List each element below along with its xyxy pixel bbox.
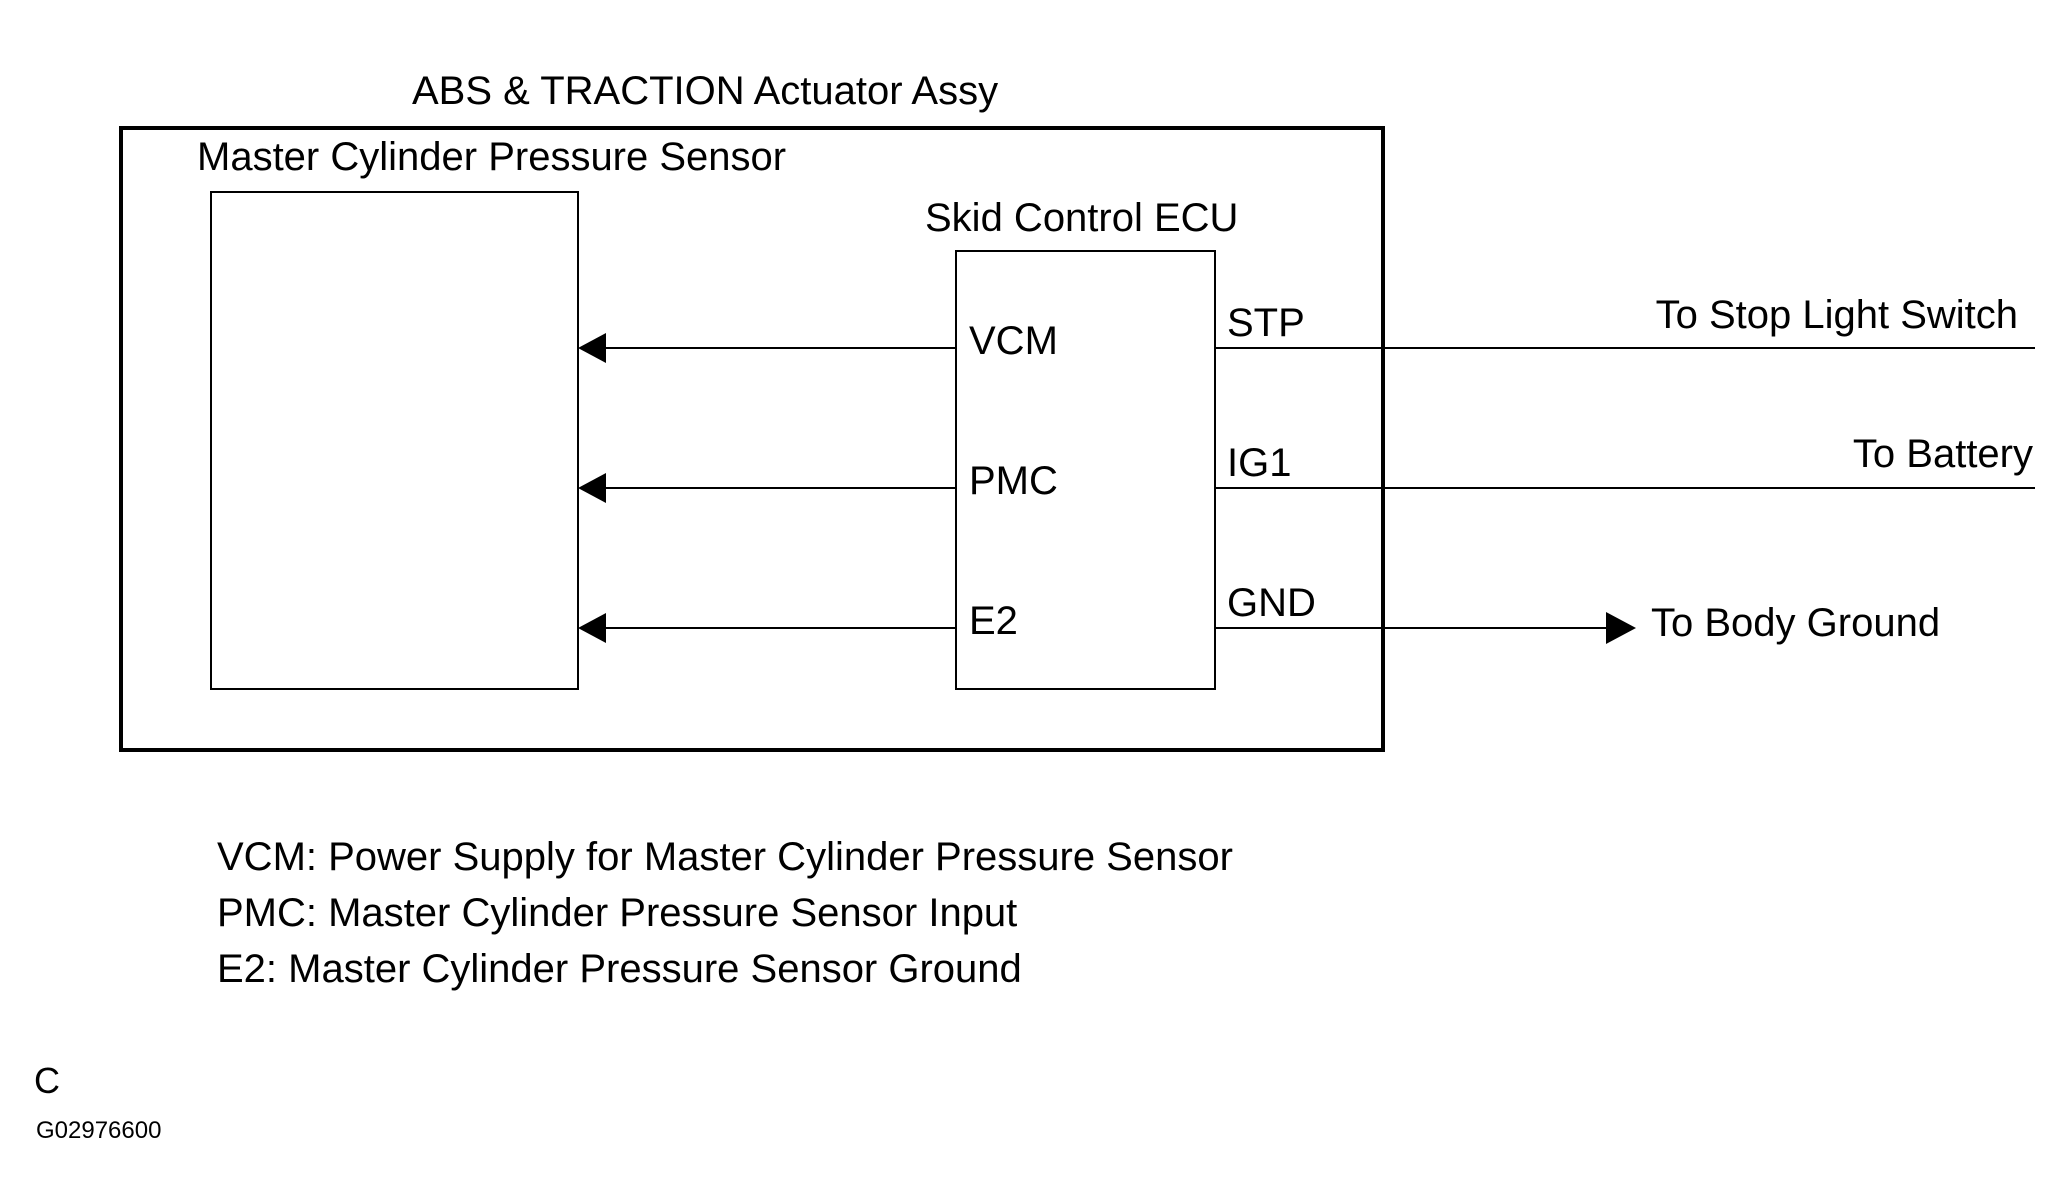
arrowhead-pmc-icon [578, 473, 606, 503]
ecu-pin-e2: E2 [969, 599, 1018, 643]
ecu-pin-gnd: GND [1227, 581, 1316, 625]
arrowhead-e2-icon [578, 613, 606, 643]
ecu-pin-ig1: IG1 [1227, 441, 1291, 485]
legend-line-pmc: PMC: Master Cylinder Pressure Sensor Inp… [217, 891, 1017, 935]
label-to-stop-light-switch: To Stop Light Switch [1656, 293, 2018, 337]
ecu-pin-vcm: VCM [969, 319, 1058, 363]
ecu-pin-pmc: PMC [969, 459, 1058, 503]
pressure-sensor-box [210, 191, 579, 690]
label-to-body-ground: To Body Ground [1651, 601, 1940, 645]
actuator-assy-title: ABS & TRACTION Actuator Assy [412, 69, 998, 113]
skid-control-ecu-box [955, 250, 1216, 690]
actuator-assy-box [119, 126, 1385, 752]
footer-section-letter: C [34, 1060, 60, 1101]
arrowhead-vcm-icon [578, 333, 606, 363]
legend-line-vcm: VCM: Power Supply for Master Cylinder Pr… [217, 835, 1233, 879]
legend-line-e2: E2: Master Cylinder Pressure Sensor Grou… [217, 947, 1022, 991]
arrowhead-gnd-icon [1606, 612, 1636, 644]
skid-control-ecu-title: Skid Control ECU [925, 196, 1238, 240]
pressure-sensor-title: Master Cylinder Pressure Sensor [197, 135, 786, 179]
label-to-battery: To Battery [1853, 432, 2033, 476]
footer-figure-code: G02976600 [36, 1117, 161, 1144]
ecu-pin-stp: STP [1227, 301, 1305, 345]
